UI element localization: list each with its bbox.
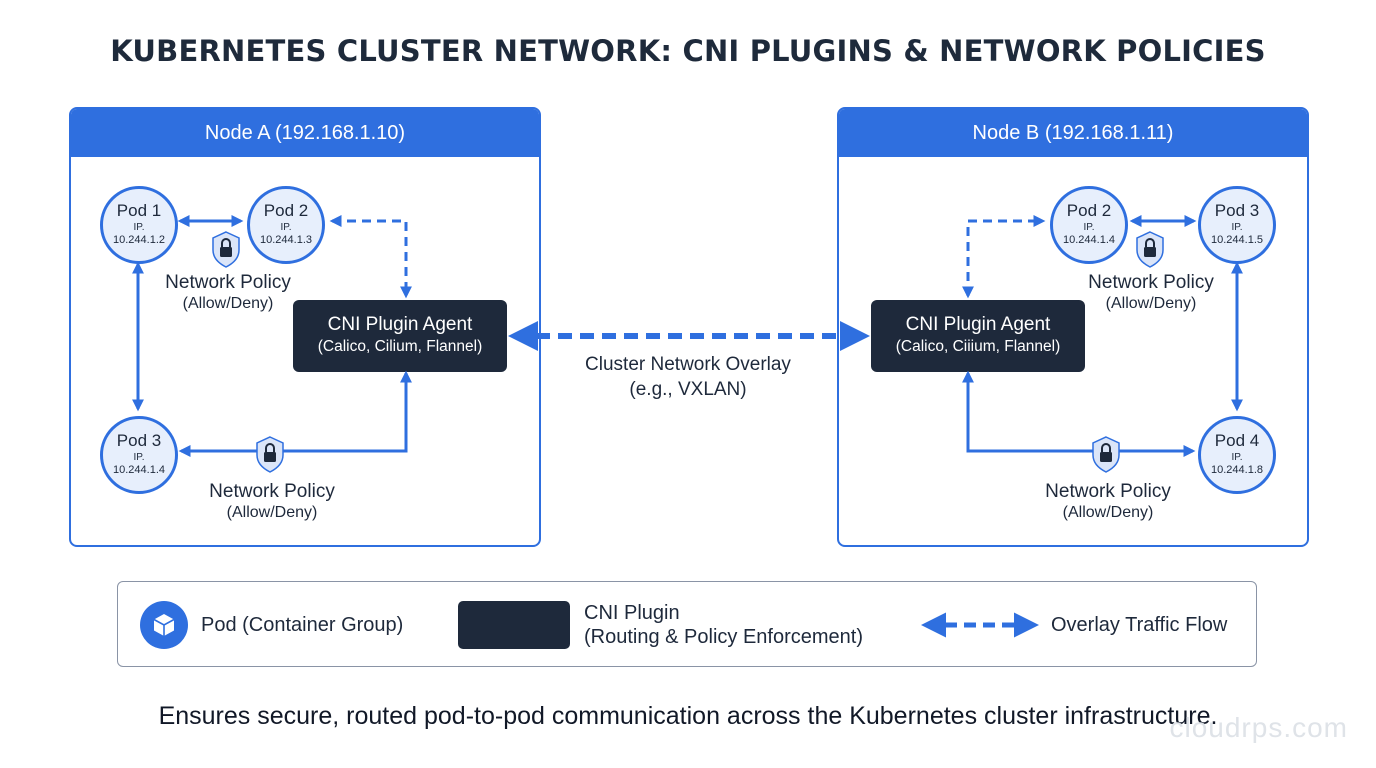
footer-caption: Ensures secure, routed pod-to-pod commun… xyxy=(158,702,1218,730)
policy-label: Network Policy xyxy=(209,481,335,502)
legend: Pod (Container Group) CNI Plugin (Routin… xyxy=(117,581,1257,667)
policy-label: Network Policy xyxy=(165,272,291,293)
node-b-pod-4[interactable]: Pod 4 IP. 10.244.1.8 xyxy=(1198,416,1276,494)
pod-name: Pod 3 xyxy=(116,431,162,450)
pod-ip: 10.244.1.4 xyxy=(113,464,165,476)
cni-agent-tools: (Calico, Cilium, Flannel) xyxy=(317,338,483,355)
node-a-policy-bottom: Network Policy (Allow/Deny) xyxy=(182,481,362,523)
node-b-pod-3[interactable]: Pod 3 IP. 10.244.1.5 xyxy=(1198,186,1276,264)
legend-cni-swatch xyxy=(458,601,570,649)
legend-flow-label: Overlay Traffic Flow xyxy=(1051,614,1228,636)
pod-ip: 10.244.1.3 xyxy=(260,234,312,246)
pod-ip-label: IP. xyxy=(1231,452,1243,463)
lock-shield-icon xyxy=(212,231,240,268)
overlay-caption-line1: Cluster Network Overlay xyxy=(585,354,791,375)
policy-label: Network Policy xyxy=(1088,272,1214,293)
policy-rule: (Allow/Deny) xyxy=(1105,295,1197,312)
pod-ip-label: IP. xyxy=(1231,222,1243,233)
node-b-cni-agent[interactable]: CNI Plugin Agent (Calico, Ciiium, Flanne… xyxy=(871,300,1085,372)
lock-shield-icon xyxy=(256,436,284,473)
pod-ip: 10.244.1.4 xyxy=(1063,234,1115,246)
overlay-caption: Cluster Network Overlay (e.g., VXLAN) xyxy=(560,352,816,402)
legend-cni-label: CNI Plugin (Routing & Policy Enforcement… xyxy=(584,601,863,649)
pod-name: Pod 2 xyxy=(263,201,309,220)
cube-icon xyxy=(140,601,188,649)
node-a-panel: Node A (192.168.1.10) Pod 1 IP. 10.244.1… xyxy=(69,107,541,547)
cni-agent-name: CNI Plugin Agent xyxy=(327,314,473,335)
node-a-pod-3[interactable]: Pod 3 IP. 10.244.1.4 xyxy=(100,416,178,494)
node-a-header: Node A (192.168.1.10) xyxy=(71,109,539,157)
node-a-pod2-agent-dashed-link xyxy=(329,215,412,299)
node-b-policy-bottom: Network Policy (Allow/Deny) xyxy=(1018,481,1198,523)
legend-cni-line2: (Routing & Policy Enforcement) xyxy=(584,626,864,648)
cni-agent-tools: (Calico, Ciiium, Flannel) xyxy=(895,338,1061,355)
cni-agent-name: CNI Plugin Agent xyxy=(905,314,1051,335)
pod-ip-label: IP. xyxy=(133,452,145,463)
pod-name: Pod 4 xyxy=(1214,431,1260,450)
lock-shield-icon xyxy=(1092,436,1120,473)
overlay-caption-line2: (e.g., VXLAN) xyxy=(629,379,747,400)
policy-rule: (Allow/Deny) xyxy=(182,295,274,312)
policy-rule: (Allow/Deny) xyxy=(1062,504,1154,521)
watermark: cloudrps.com xyxy=(1169,712,1348,743)
lock-shield-icon xyxy=(1136,231,1164,268)
node-b-pod-2[interactable]: Pod 2 IP. 10.244.1.4 xyxy=(1050,186,1128,264)
pod-ip: 10.244.1.8 xyxy=(1211,464,1263,476)
page-title: KUBERNETES CLUSTER NETWORK: CNI PLUGINS … xyxy=(110,34,1266,68)
pod-ip-label: IP. xyxy=(280,222,292,233)
pod-ip-label: IP. xyxy=(1083,222,1095,233)
pod-ip-label: IP. xyxy=(133,222,145,233)
pod-name: Pod 3 xyxy=(1214,201,1260,220)
policy-rule: (Allow/Deny) xyxy=(226,504,318,521)
legend-pod-label: Pod (Container Group) xyxy=(201,614,404,636)
pod-ip: 10.244.1.2 xyxy=(113,234,165,246)
node-b-agent-pod2-dashed-link xyxy=(962,215,1046,299)
node-b-agent-pod4-link xyxy=(962,370,1196,457)
policy-label: Network Policy xyxy=(1045,481,1171,502)
pod-ip: 10.244.1.5 xyxy=(1211,234,1263,246)
pod-name: Pod 2 xyxy=(1066,201,1112,220)
node-a-policy-top: Network Policy (Allow/Deny) xyxy=(138,272,318,314)
node-a-cni-agent[interactable]: CNI Plugin Agent (Calico, Cilium, Flanne… xyxy=(293,300,507,372)
legend-cni-line1: CNI Plugin xyxy=(584,602,680,624)
node-a-pod-2[interactable]: Pod 2 IP. 10.244.1.3 xyxy=(247,186,325,264)
node-b-header: Node B (192.168.1.11) xyxy=(839,109,1307,157)
node-a-agent-pod3-link xyxy=(178,370,412,457)
node-a-pod-1[interactable]: Pod 1 IP. 10.244.1.2 xyxy=(100,186,178,264)
pod-name: Pod 1 xyxy=(116,201,162,220)
node-b-panel: Node B (192.168.1.11) Pod 2 IP. 10.244.1… xyxy=(837,107,1309,547)
node-b-policy-top: Network Policy (Allow/Deny) xyxy=(1061,272,1241,314)
